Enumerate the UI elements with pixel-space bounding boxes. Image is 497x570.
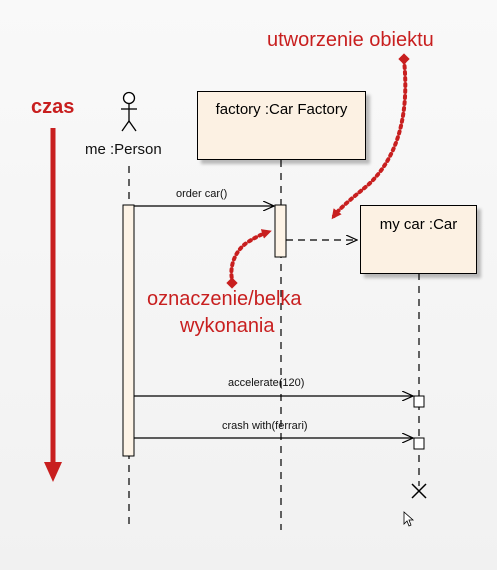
factory-object-box: factory :Car Factory xyxy=(197,91,366,160)
time-label: czas xyxy=(31,96,75,118)
time-arrow xyxy=(44,128,62,482)
car-object-box: my car :Car xyxy=(360,205,477,274)
message-accelerate-label: accelerate(120) xyxy=(228,377,305,389)
exec-annotation-anchor xyxy=(226,277,238,289)
exec-annotation-label-line2: wykonania xyxy=(180,315,275,337)
create-annotation-arrow xyxy=(331,58,408,220)
mouse-cursor-icon xyxy=(403,511,415,527)
exec-annotation-arrow xyxy=(229,229,272,285)
actor-label: me :Person xyxy=(85,141,162,158)
create-annotation-anchor xyxy=(398,53,410,65)
destroy-icon xyxy=(411,483,427,499)
actor-icon xyxy=(121,91,137,132)
message-crash-label: crash with(ferrari) xyxy=(222,420,308,432)
factory-object-label: factory :Car Factory xyxy=(215,101,348,118)
car-activation-2 xyxy=(413,437,425,450)
car-activation-1 xyxy=(413,395,425,408)
car-object-label: my car :Car xyxy=(379,216,458,233)
exec-annotation-label-line1: oznaczenie/belka xyxy=(147,288,302,310)
create-annotation-label: utworzenie obiektu xyxy=(267,29,434,51)
factory-activation-bar xyxy=(274,204,287,258)
actor-activation-bar xyxy=(122,204,135,457)
message-order-car-label: order car() xyxy=(176,188,228,200)
